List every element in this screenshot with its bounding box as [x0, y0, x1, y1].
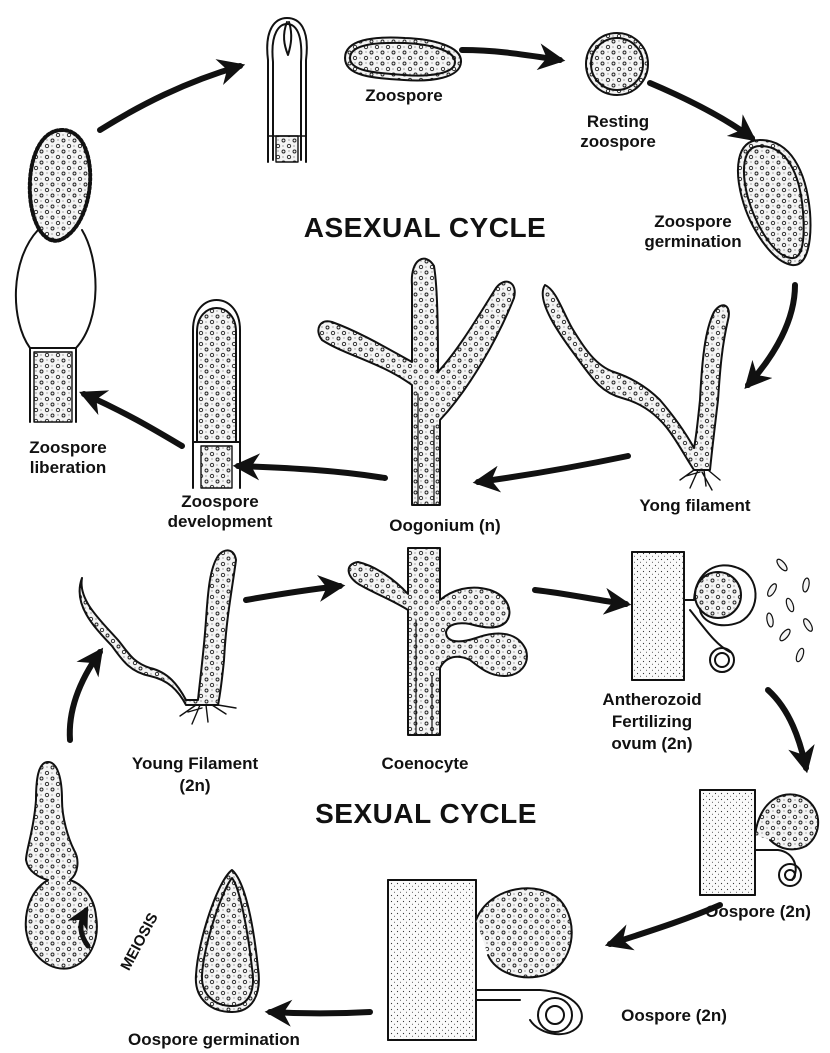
young-filament [80, 550, 236, 724]
label-oogonium: Oogonium (n) [360, 516, 530, 536]
meiosis-germling [26, 762, 97, 969]
sexual-cycle-title: SEXUAL CYCLE [296, 798, 556, 830]
label-young-filament-line2: (2n) [100, 776, 290, 796]
oospore-right [700, 790, 818, 895]
label-yong-filament: Yong filament [610, 496, 780, 516]
empty-sporangium [267, 18, 307, 162]
zoospore-cell [345, 38, 461, 81]
label-young-filament-line1: Young Filament [100, 754, 290, 774]
label-liberation-line1: Zoospore [6, 438, 130, 458]
label-coenocyte: Coenocyte [360, 754, 490, 774]
label-antherozoid-line3: ovum (2n) [586, 734, 718, 754]
label-oospore-germination: Oospore germination [104, 1030, 324, 1050]
label-resting-line1: Resting [572, 112, 664, 132]
yong-filament [543, 285, 729, 490]
antherozoid-fertilizing-ovum [632, 552, 814, 680]
label-zoospore: Zoospore [344, 86, 464, 106]
label-germination-line2: germination [618, 232, 768, 252]
oospore-germination-cell [196, 870, 259, 1012]
zoospore-liberation [16, 130, 96, 422]
label-antherozoid-line2: Fertilizing [586, 712, 718, 732]
label-liberation-line2: liberation [6, 458, 130, 478]
oospore-bottom [388, 880, 582, 1040]
label-antherozoid-line1: Antherozoid [586, 690, 718, 710]
oogonium-thallus [318, 259, 514, 505]
label-development-line1: Zoospore [140, 492, 300, 512]
zoospore-development [193, 300, 240, 488]
label-resting-line2: zoospore [572, 132, 664, 152]
label-development-line2: development [140, 512, 300, 532]
coenocyte [349, 548, 527, 735]
asexual-cycle-title: ASEXUAL CYCLE [285, 212, 565, 244]
label-oospore-right: Oospore (2n) [688, 902, 828, 922]
resting-zoospore-cell [586, 33, 648, 95]
label-germination-line1: Zoospore [618, 212, 768, 232]
label-oospore-bottom: Oospore (2n) [604, 1006, 744, 1026]
